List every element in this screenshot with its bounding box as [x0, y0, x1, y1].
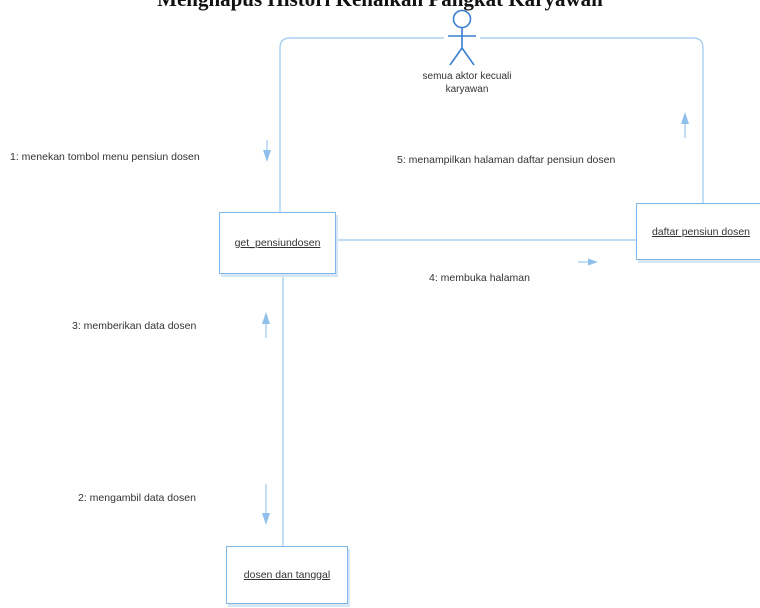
object-dosen-dan-tanggal-label: dosen dan tanggal: [243, 569, 331, 581]
object-get-pensiundosen[interactable]: get_pensiundosen: [219, 212, 336, 274]
link-actor-daftar-pensiun-dosen: [480, 37, 704, 203]
arrow-msg-1: [263, 140, 271, 162]
message-4-label: 4: membuka halaman: [429, 272, 530, 284]
actor-label-line2: karyawan: [445, 84, 489, 95]
actor-label-line1: semua aktor kecuali: [422, 71, 512, 82]
object-daftar-pensiun-dosen-label: daftar pensiun dosen: [651, 225, 751, 238]
arrow-msg-5: [681, 112, 689, 138]
object-dosen-dan-tanggal[interactable]: dosen dan tanggal: [226, 546, 348, 604]
message-1-label: 1: menekan tombol menu pensiun dosen: [10, 151, 200, 163]
arrow-msg-2: [262, 484, 270, 525]
actor-icon: [448, 9, 476, 66]
message-5-label: 5: menampilkan halaman daftar pensiun do…: [397, 154, 616, 166]
actor-label: semua aktor kecuali karyawan: [392, 70, 542, 96]
object-daftar-pensiun-dosen[interactable]: daftar pensiun dosen: [636, 203, 760, 260]
message-2-label: 2: mengambil data dosen: [78, 492, 196, 504]
link-actor-get-pensiundosen: [279, 37, 444, 212]
diagram-title: Menghapus Histori Kenaikan Pangkat Karya…: [0, 0, 760, 12]
arrow-msg-4: [578, 258, 598, 266]
object-get-pensiundosen-label: get_pensiundosen: [234, 237, 321, 249]
message-3-label: 3: memberikan data dosen: [72, 320, 197, 332]
arrow-msg-3: [262, 312, 270, 338]
